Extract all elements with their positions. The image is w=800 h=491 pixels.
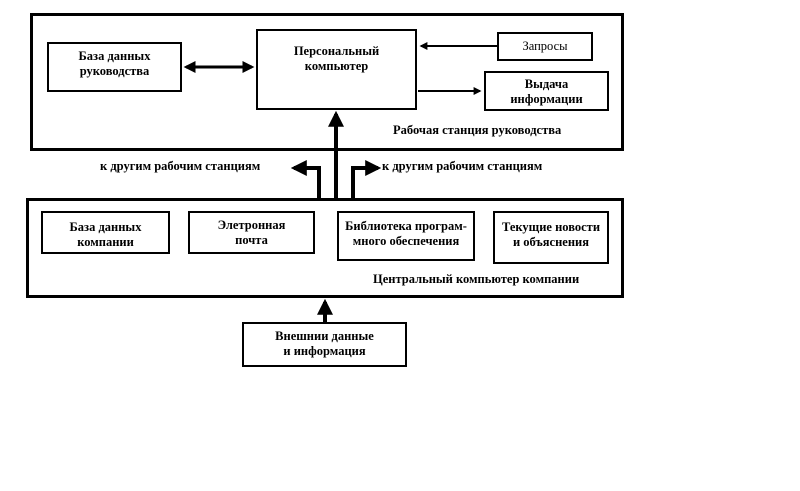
news-explanations-box: Текущие новости и объяснения bbox=[493, 211, 609, 264]
link-left-label: к другим рабочим станциям bbox=[100, 159, 261, 173]
branch-left-arrow bbox=[290, 160, 321, 198]
information-output-box: Выдача информации bbox=[484, 71, 609, 111]
personal-computer-box: Персональный компьютер bbox=[256, 29, 417, 110]
central-computer-label: Центральный компьютер компании bbox=[373, 272, 580, 286]
email-box: Элетронная почта bbox=[188, 211, 315, 254]
software-library-box: Библиотека програм- много обеспечения bbox=[337, 211, 475, 261]
company-database-box: База данных компании bbox=[41, 211, 170, 254]
external-data-box: Внешнии данные и информация bbox=[242, 322, 407, 367]
branch-right-arrow bbox=[351, 160, 382, 198]
workstation-frame bbox=[30, 13, 624, 151]
central-computer-frame bbox=[26, 198, 624, 298]
link-right-label: к другим рабочим станциям bbox=[382, 159, 543, 173]
management-database-box: База данных руководства bbox=[47, 42, 182, 92]
requests-box: Запросы bbox=[497, 32, 593, 61]
workstation-label: Рабочая станция руководства bbox=[393, 123, 562, 137]
